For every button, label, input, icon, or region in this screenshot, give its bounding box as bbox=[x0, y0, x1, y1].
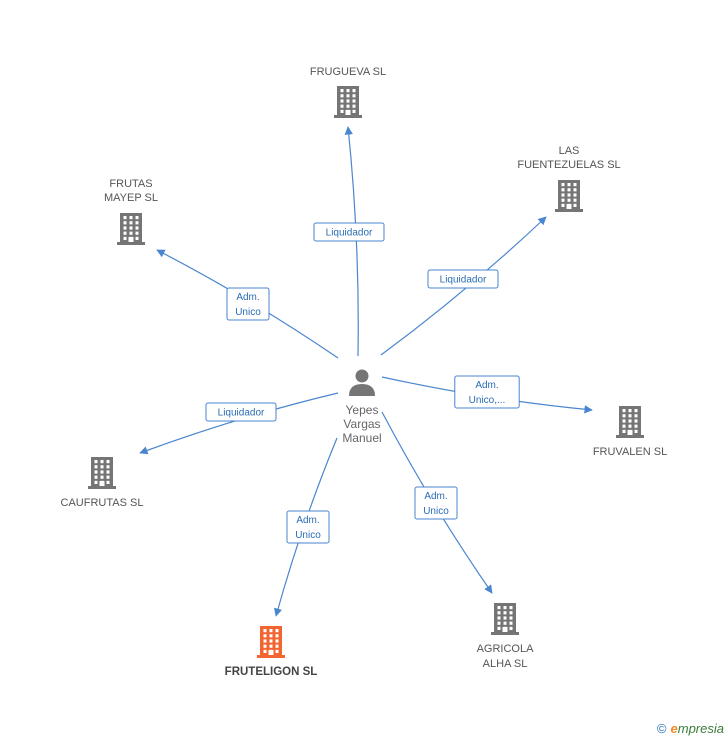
company-label: FRUVALEN SL bbox=[593, 446, 667, 458]
company-node-caufrutas[interactable]: CAUFRUTAS SL bbox=[61, 457, 144, 509]
edge-label-fruteligon[interactable]: Adm. Unico bbox=[286, 510, 330, 544]
company-label: FUENTEZUELAS SL bbox=[517, 159, 620, 171]
company-node-las-fuentezuelas[interactable]: LAS FUENTEZUELAS SL bbox=[517, 145, 621, 212]
building-icon bbox=[334, 86, 362, 118]
edge-label-frugueva[interactable]: Liquidador bbox=[313, 222, 385, 242]
company-label: FRUTAS bbox=[109, 178, 152, 190]
edge-label-las-fuentezuelas[interactable]: Liquidador bbox=[427, 269, 499, 289]
edge-label-box bbox=[226, 287, 270, 321]
brand-logo-text[interactable]: mpresia bbox=[677, 721, 724, 736]
edge-label-line: Unico bbox=[235, 307, 261, 318]
edge-label-box bbox=[205, 402, 277, 422]
building-icon bbox=[616, 406, 644, 438]
building-icon bbox=[555, 180, 583, 212]
copyright-symbol: © bbox=[656, 721, 667, 736]
edge-label-line: Adm. bbox=[475, 380, 498, 391]
edge-label-box bbox=[286, 510, 330, 544]
company-node-fruteligon[interactable]: FRUTELIGON SL bbox=[225, 626, 318, 678]
edge-label-line: Adm. bbox=[424, 491, 447, 502]
company-node-fruvalen[interactable]: FRUVALEN SL bbox=[593, 406, 667, 458]
edge-label-fruvalen[interactable]: Adm. Unico,... bbox=[454, 375, 520, 409]
edge-label-line: Unico bbox=[295, 530, 321, 541]
edge-label-line: Unico bbox=[423, 506, 449, 517]
person-label: Yepes bbox=[346, 403, 379, 417]
edge-label-line: Adm. bbox=[296, 515, 319, 526]
edge-caufrutas bbox=[139, 392, 339, 455]
person-label: Vargas bbox=[343, 417, 380, 431]
company-node-agricola-alha[interactable]: AGRICOLA ALHA SL bbox=[477, 603, 535, 670]
edge-label-box bbox=[414, 486, 458, 520]
footer-credit: ©empresia bbox=[657, 721, 724, 736]
company-label: FRUTELIGON SL bbox=[225, 666, 318, 678]
company-node-frugueva[interactable]: FRUGUEVA SL bbox=[310, 66, 386, 118]
company-node-frutas-mayep[interactable]: FRUTAS MAYEP SL bbox=[104, 178, 158, 245]
person-label: Manuel bbox=[342, 431, 381, 445]
building-icon bbox=[117, 213, 145, 245]
company-label: CAUFRUTAS SL bbox=[61, 497, 144, 509]
edge-label-box bbox=[454, 375, 520, 409]
nodes-layer: FRUGUEVA SL LAS FUENTEZUELAS SL FRUTAS MAYEP… bbox=[61, 66, 668, 678]
edge-label-line: Liquidador bbox=[326, 228, 373, 239]
company-label: LAS bbox=[559, 145, 580, 157]
edge-label-line: Adm. bbox=[236, 292, 259, 303]
edge-label-agricola-alha[interactable]: Adm. Unico bbox=[414, 486, 458, 520]
building-icon bbox=[257, 626, 285, 658]
person-icon bbox=[349, 369, 375, 396]
edge-label-caufrutas[interactable]: Liquidador bbox=[205, 402, 277, 422]
company-label: FRUGUEVA SL bbox=[310, 66, 386, 78]
edge-label-frutas-mayep[interactable]: Adm. Unico bbox=[226, 287, 270, 321]
building-icon bbox=[491, 603, 519, 635]
edge-labels-layer: LiquidadorLiquidadorAdm.UnicoAdm.Unico,.… bbox=[205, 222, 520, 544]
edge-label-box bbox=[427, 269, 499, 289]
brand-logo-initial[interactable]: e bbox=[670, 721, 678, 736]
company-label: ALHA SL bbox=[483, 658, 528, 670]
edge-label-line: Liquidador bbox=[218, 408, 265, 419]
company-label: AGRICOLA bbox=[477, 643, 535, 655]
building-icon bbox=[88, 457, 116, 489]
edge-label-line: Unico,... bbox=[469, 395, 506, 406]
edge-label-line: Liquidador bbox=[440, 275, 487, 286]
company-label: MAYEP SL bbox=[104, 192, 158, 204]
edge-label-box bbox=[313, 222, 385, 242]
